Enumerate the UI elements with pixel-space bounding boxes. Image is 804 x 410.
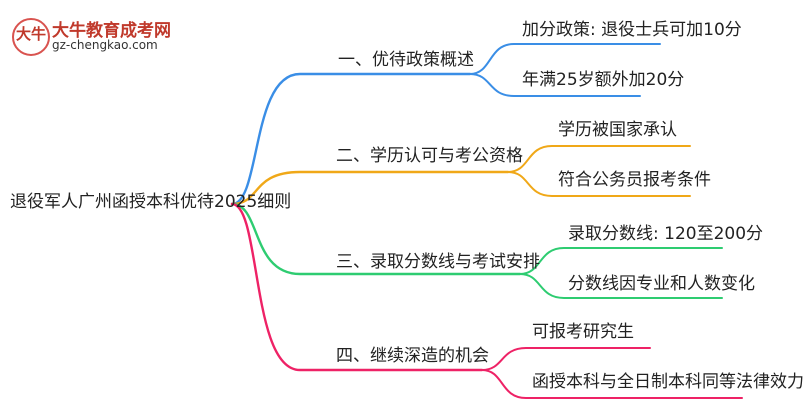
logo-url: gz-chengkao.com xyxy=(52,38,158,52)
leaf-4-2: 函授本科与全日制本科同等法律效力 xyxy=(532,372,804,392)
branch-2-label: 二、学历认可与考公资格 xyxy=(336,146,523,166)
connector-branch-3-leaf-2 xyxy=(519,273,723,299)
leaf-4-1: 可报考研究生 xyxy=(532,322,634,342)
leaf-3-1: 录取分数线: 120至200分 xyxy=(568,224,764,244)
root-node: 退役军人广州函授本科优待2025细则 xyxy=(10,192,292,212)
leaf-1-1: 加分政策: 退役士兵可加10分 xyxy=(522,20,742,40)
logo-title: 大牛教育成考网 xyxy=(52,21,171,41)
connector-branch-2-leaf-2 xyxy=(507,171,691,197)
connector-branch-4-leaf-1 xyxy=(481,347,651,371)
connector-branch-2-leaf-1 xyxy=(507,145,691,173)
mind-map: 大牛 大牛教育成考网 gz-chengkao.com 退役军人广州函授本科优待2… xyxy=(8,14,804,399)
connector-branch-1-leaf-1 xyxy=(469,43,661,75)
site-logo: 大牛 大牛教育成考网 gz-chengkao.com xyxy=(8,14,208,58)
branch-1-label: 一、优待政策概述 xyxy=(338,50,474,70)
connector-branch-1-leaf-2 xyxy=(469,73,641,97)
leaf-1-2: 年满25岁额外加20分 xyxy=(522,70,685,90)
logo-emblem-icon xyxy=(12,18,50,56)
leaf-2-1: 学历被国家承认 xyxy=(558,120,677,140)
connector-layer xyxy=(230,43,743,399)
connector-root-branch-2 xyxy=(230,170,510,206)
leaf-3-2: 分数线因专业和人数变化 xyxy=(568,274,755,294)
logo-glyph: 大牛 xyxy=(16,25,47,43)
connector-root-branch-4 xyxy=(230,202,484,372)
connector-branch-4-leaf-2 xyxy=(481,369,743,399)
connector-root-branch-1 xyxy=(230,72,472,206)
connector-root-branch-3 xyxy=(230,202,522,276)
leaf-2-2: 符合公务员报考条件 xyxy=(558,170,711,190)
connector-branch-3-leaf-1 xyxy=(519,247,723,275)
branch-3-label: 三、录取分数线与考试安排 xyxy=(336,252,540,272)
branch-4-label: 四、继续深造的机会 xyxy=(336,346,489,366)
